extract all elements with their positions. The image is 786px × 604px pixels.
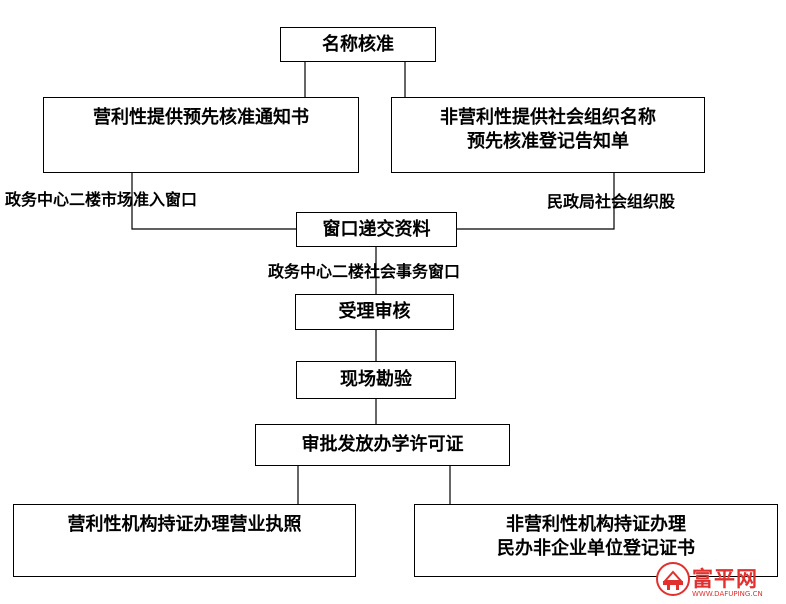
for-profit-notice-text: 营利性提供预先核准通知书 [93, 107, 309, 128]
right-window-label: 民政局社会组织股 [547, 192, 676, 211]
nonprofit-registration-box: 非营利性机构持证办理 民办非企业单位登记证书 [414, 504, 778, 577]
name-approval-box: 名称核准 [280, 27, 436, 62]
nonprofit-registration-line2: 民办非企业单位登记证书 [497, 538, 695, 559]
nonprofit-notice-box: 非营利性提供社会组织名称 预先核准登记告知单 [391, 97, 705, 173]
connector-forprofit-to-submit [131, 172, 296, 230]
acceptance-review-box: 受理审核 [295, 294, 454, 330]
watermark-url: WWW.DAFUPING.CN [692, 590, 763, 598]
nonprofit-notice-line2: 预先核准登记告知单 [467, 131, 629, 152]
issue-license-box: 审批发放办学许可证 [255, 424, 510, 466]
site-inspection-box: 现场勘验 [296, 361, 456, 399]
connector-nonprofit-to-submit [457, 172, 615, 230]
nonprofit-registration-line1: 非营利性机构持证办理 [506, 514, 686, 535]
site-inspection-text: 现场勘验 [340, 369, 412, 390]
name-approval-text: 名称核准 [322, 33, 394, 55]
left-window-label: 政务中心二楼市场准入窗口 [5, 190, 198, 209]
submit-materials-box: 窗口递交资料 [296, 212, 457, 247]
issue-license-text: 审批发放办学许可证 [301, 434, 464, 455]
for-profit-notice-box: 营利性提供预先核准通知书 [43, 97, 359, 173]
watermark-logo-icon [656, 562, 690, 596]
submit-materials-text: 窗口递交资料 [322, 218, 431, 240]
for-profit-business-license-text: 营利性机构持证办理营业执照 [67, 514, 302, 535]
social-affairs-window-label: 政务中心二楼社会事务窗口 [268, 262, 461, 281]
nonprofit-notice-line1: 非营利性提供社会组织名称 [440, 107, 656, 128]
acceptance-review-text: 受理审核 [338, 301, 411, 322]
for-profit-business-license-box: 营利性机构持证办理营业执照 [13, 504, 356, 577]
watermark-brand: 富平网 [692, 567, 758, 591]
